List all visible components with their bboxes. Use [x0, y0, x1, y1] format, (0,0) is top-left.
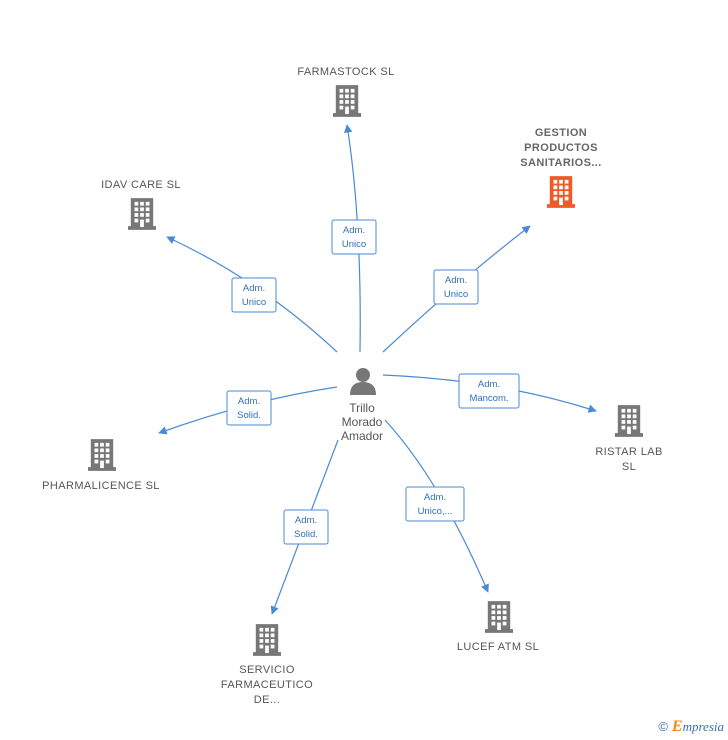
building-icon — [485, 601, 513, 633]
copyright-symbol: © — [658, 719, 668, 734]
brand-logo-text: mpresia — [682, 719, 724, 734]
center-person[interactable]: Trillo Morado Amador — [341, 368, 383, 443]
company-name-line: GESTION — [535, 127, 587, 139]
company-name-line: LUCEF ATM SL — [457, 641, 539, 653]
role-label-box — [226, 390, 272, 426]
building-icon — [547, 176, 575, 208]
building-icon — [88, 439, 116, 471]
role-label-line: Solid. — [294, 529, 318, 540]
role-label-servicio[interactable]: Adm. Solid. — [283, 509, 329, 545]
company-name-line: PHARMALICENCE SL — [42, 480, 160, 492]
role-label-box — [405, 486, 465, 522]
role-label-line: Unico — [242, 297, 266, 308]
role-label-line: Adm. — [243, 283, 265, 294]
role-label-gestion[interactable]: Adm. Unico — [433, 269, 479, 305]
company-name-line: RISTAR LAB — [595, 446, 662, 458]
company-node-lucef[interactable]: LUCEF ATM SL — [457, 601, 539, 653]
role-label-ristar[interactable]: Adm. Mancom. — [458, 373, 520, 409]
role-label-lucef[interactable]: Adm. Unico,... — [405, 486, 465, 522]
role-label-line: Unico,... — [418, 506, 453, 517]
company-node-idav[interactable]: IDAV CARE SL — [101, 179, 181, 230]
role-label-line: Adm. — [478, 379, 500, 390]
company-name-line: SERVICIO — [239, 664, 295, 676]
role-label-box — [231, 277, 277, 313]
center-name-line-3: Amador — [341, 429, 383, 443]
company-name-line: FARMACEUTICO — [221, 679, 313, 691]
company-node-servicio[interactable]: SERVICIO FARMACEUTICO DE... — [221, 624, 313, 706]
building-icon — [333, 85, 361, 117]
person-icon — [350, 368, 376, 395]
center-name-line-1: Trillo — [349, 401, 375, 415]
company-name-line: FARMASTOCK SL — [297, 66, 394, 78]
company-node-pharmalicence[interactable]: PHARMALICENCE SL — [42, 439, 160, 492]
role-label-line: Adm. — [343, 225, 365, 236]
role-label-box — [331, 219, 377, 255]
role-label-line: Unico — [342, 239, 366, 250]
role-label-farmastock[interactable]: Adm. Unico — [331, 219, 377, 255]
center-name-line-2: Morado — [342, 415, 383, 429]
company-node-ristar[interactable]: RISTAR LAB SL — [595, 405, 662, 473]
role-label-line: Solid. — [237, 410, 261, 421]
company-name-line: PRODUCTOS — [524, 142, 598, 154]
role-label-line: Mancom. — [469, 393, 508, 404]
role-label-line: Adm. — [295, 515, 317, 526]
role-label-line: Adm. — [238, 396, 260, 407]
role-label-pharmalicence[interactable]: Adm. Solid. — [226, 390, 272, 426]
building-icon — [128, 198, 156, 230]
company-node-gestion[interactable]: GESTION PRODUCTOS SANITARIOS... — [520, 127, 601, 208]
role-label-line: Adm. — [445, 275, 467, 286]
company-name-line: IDAV CARE SL — [101, 179, 181, 191]
role-label-line: Unico — [444, 289, 468, 300]
role-label-box — [433, 269, 479, 305]
building-icon — [615, 405, 643, 437]
company-name-line: SL — [622, 461, 636, 473]
role-label-line: Adm. — [424, 492, 446, 503]
brand-logo-initial: E — [671, 718, 683, 735]
role-label-box — [283, 509, 329, 545]
role-label-idav[interactable]: Adm. Unico — [231, 277, 277, 313]
company-node-farmastock[interactable]: FARMASTOCK SL — [297, 66, 394, 117]
role-label-box — [458, 373, 520, 409]
company-name-line: DE... — [254, 694, 280, 706]
brand-footer[interactable]: ©Empresia — [658, 718, 724, 736]
building-icon — [253, 624, 281, 656]
company-name-line: SANITARIOS... — [520, 157, 601, 169]
